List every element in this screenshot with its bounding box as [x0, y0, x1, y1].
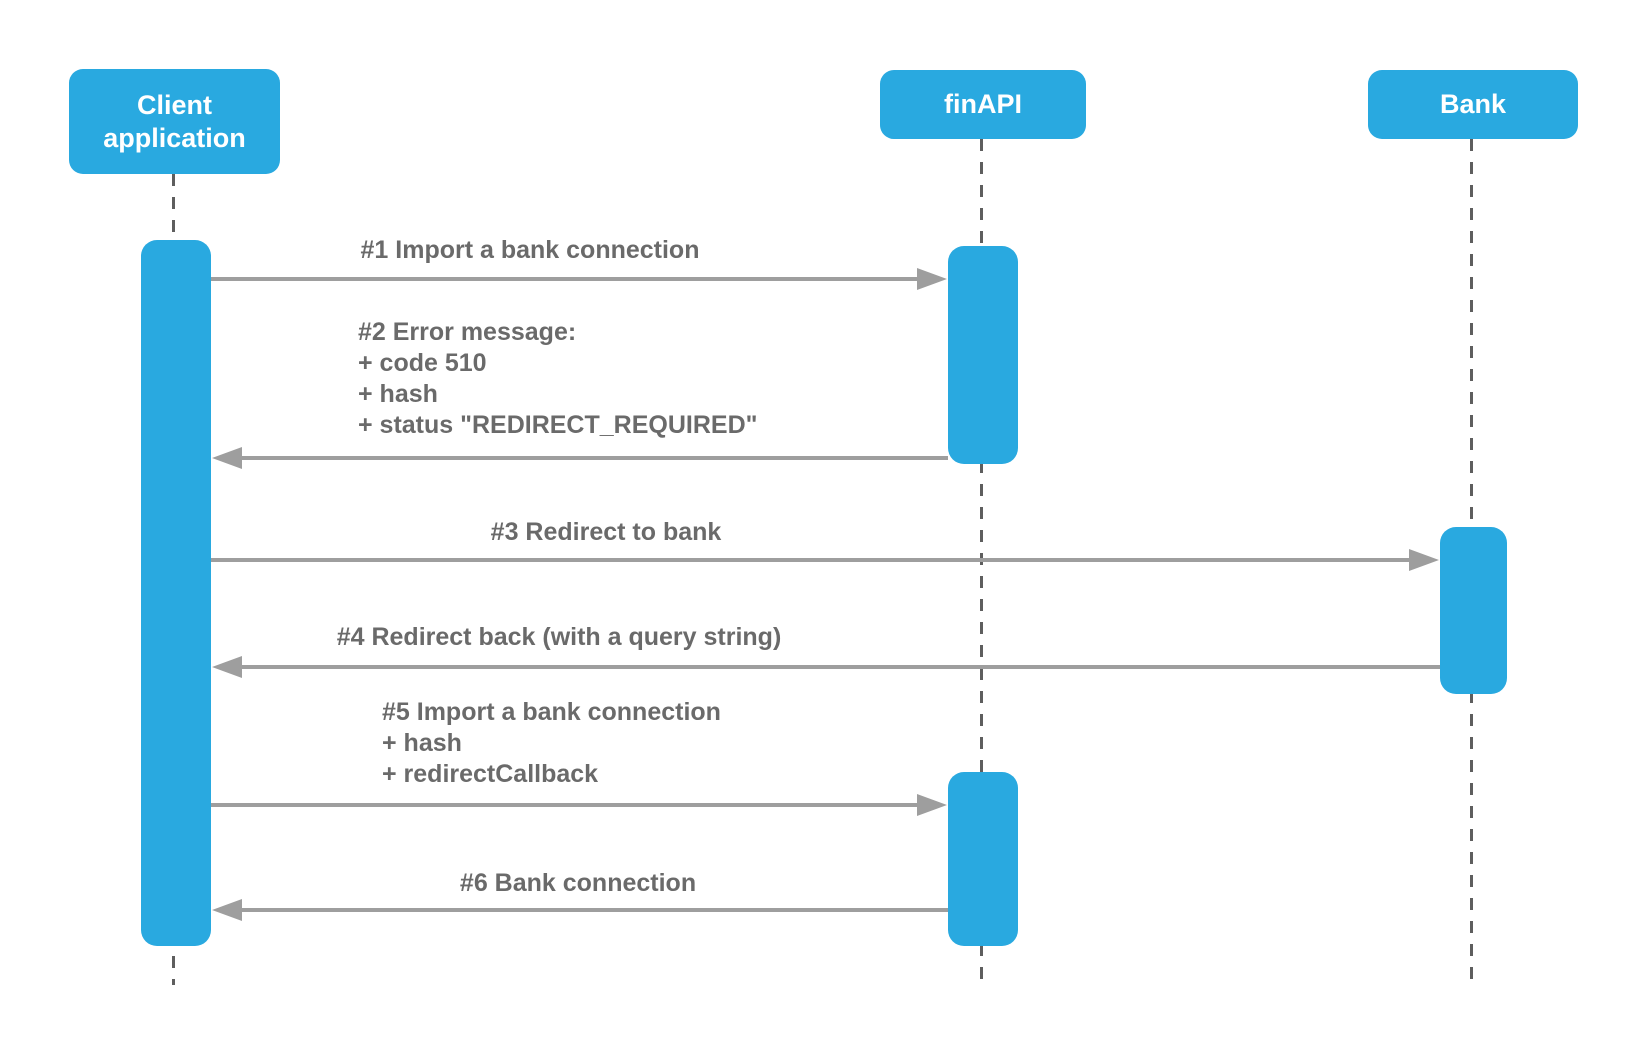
- message-6-label: #6 Bank connection: [459, 869, 697, 897]
- message-4-arrow: [212, 656, 1440, 678]
- bank-activation-bar: [1440, 527, 1507, 694]
- message-3-arrow: [211, 549, 1439, 571]
- finapi-activation-bar-2: [948, 772, 1018, 946]
- actor-client-application: Client application: [69, 69, 280, 174]
- actor-bank: Bank: [1368, 70, 1578, 139]
- message-4-label: #4 Redirect back (with a query string): [336, 623, 782, 651]
- finapi-lifeline: [980, 139, 983, 985]
- message-5-label: #5 Import a bank connection + hash + red…: [382, 698, 721, 788]
- finapi-activation-bar-1: [948, 246, 1018, 464]
- message-3-label: #3 Redirect to bank: [490, 518, 722, 546]
- message-6-arrow: [212, 899, 948, 921]
- message-1-arrow: [211, 268, 947, 290]
- actor-finapi: finAPI: [880, 70, 1086, 139]
- message-1-label: #1 Import a bank connection: [360, 236, 700, 264]
- message-5-arrow: [211, 794, 947, 816]
- client-activation-bar: [141, 240, 211, 946]
- message-2-label: #2 Error message: + code 510 + hash + st…: [358, 318, 758, 439]
- message-2-arrow: [212, 447, 948, 469]
